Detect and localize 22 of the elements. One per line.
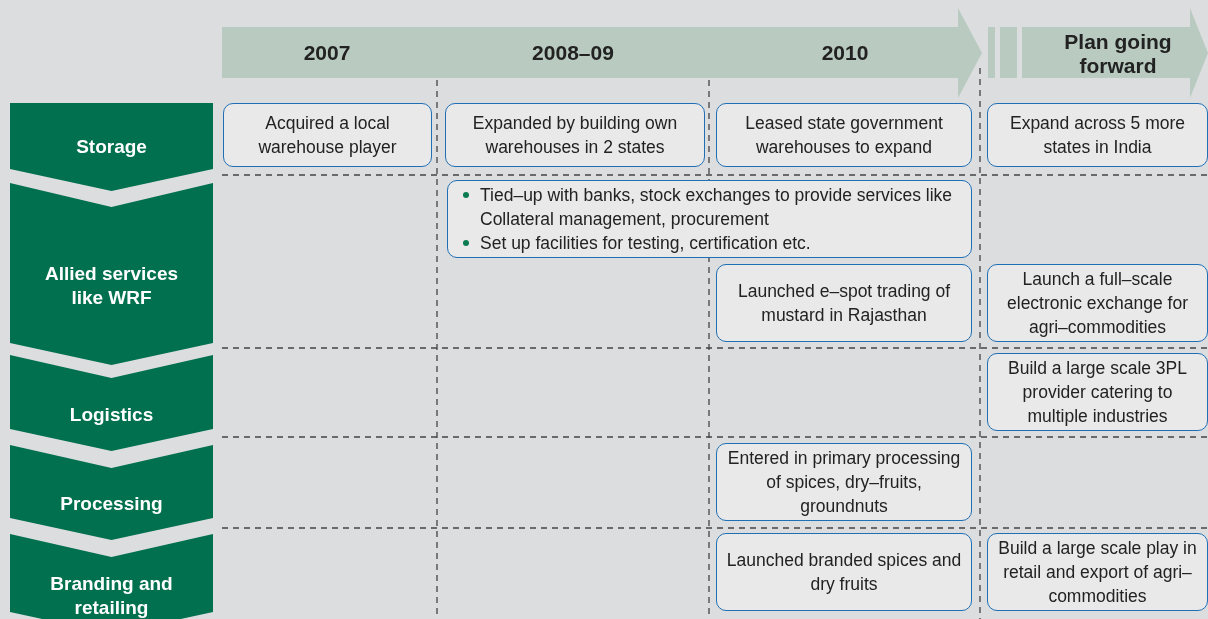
milestone-box: Entered in primary processing of spices, dry–fruits, groundnuts xyxy=(716,443,972,521)
category-label: Storage xyxy=(75,135,148,159)
milestone-box: Build a large scale 3PL provider catering to multiple industries xyxy=(987,353,1208,431)
category-label: Processing xyxy=(59,492,164,516)
milestone-box: Launched e–spot trading of mustard in Rajasthan xyxy=(716,264,972,342)
category-label: Allied services like WRF xyxy=(43,262,180,310)
milestone-box: Launched branded spices and dry fruits xyxy=(716,533,972,611)
milestone-box xyxy=(447,180,972,258)
milestone-box: Acquired a local warehouse player xyxy=(223,103,432,167)
period-label: 2007 xyxy=(303,41,351,65)
period-label: Plan going forward xyxy=(1063,30,1173,78)
milestone-box: Expanded by building own warehouses in 2 states xyxy=(445,103,705,167)
milestone-box: Launch a full–scale electronic exchange for agri–commodities xyxy=(987,264,1208,342)
bullet-text: Set up facilities for testing, certification etc. xyxy=(480,233,811,253)
milestone-box: Build a large scale play in retail and export of agri–commodities xyxy=(987,533,1208,611)
period-label: 2008–09 xyxy=(532,41,614,65)
category-label: Logistics xyxy=(68,402,155,427)
milestone-box: Expand across 5 more states in India xyxy=(987,103,1208,167)
period-label: 2010 xyxy=(821,41,869,65)
category-label: Branding and retailing xyxy=(49,571,174,619)
bullet-text: Tied–up with banks, stock exchanges to provide services like Collateral management, procurement xyxy=(480,185,953,229)
milestone-box: Leased state government warehouses to expand xyxy=(716,103,972,167)
